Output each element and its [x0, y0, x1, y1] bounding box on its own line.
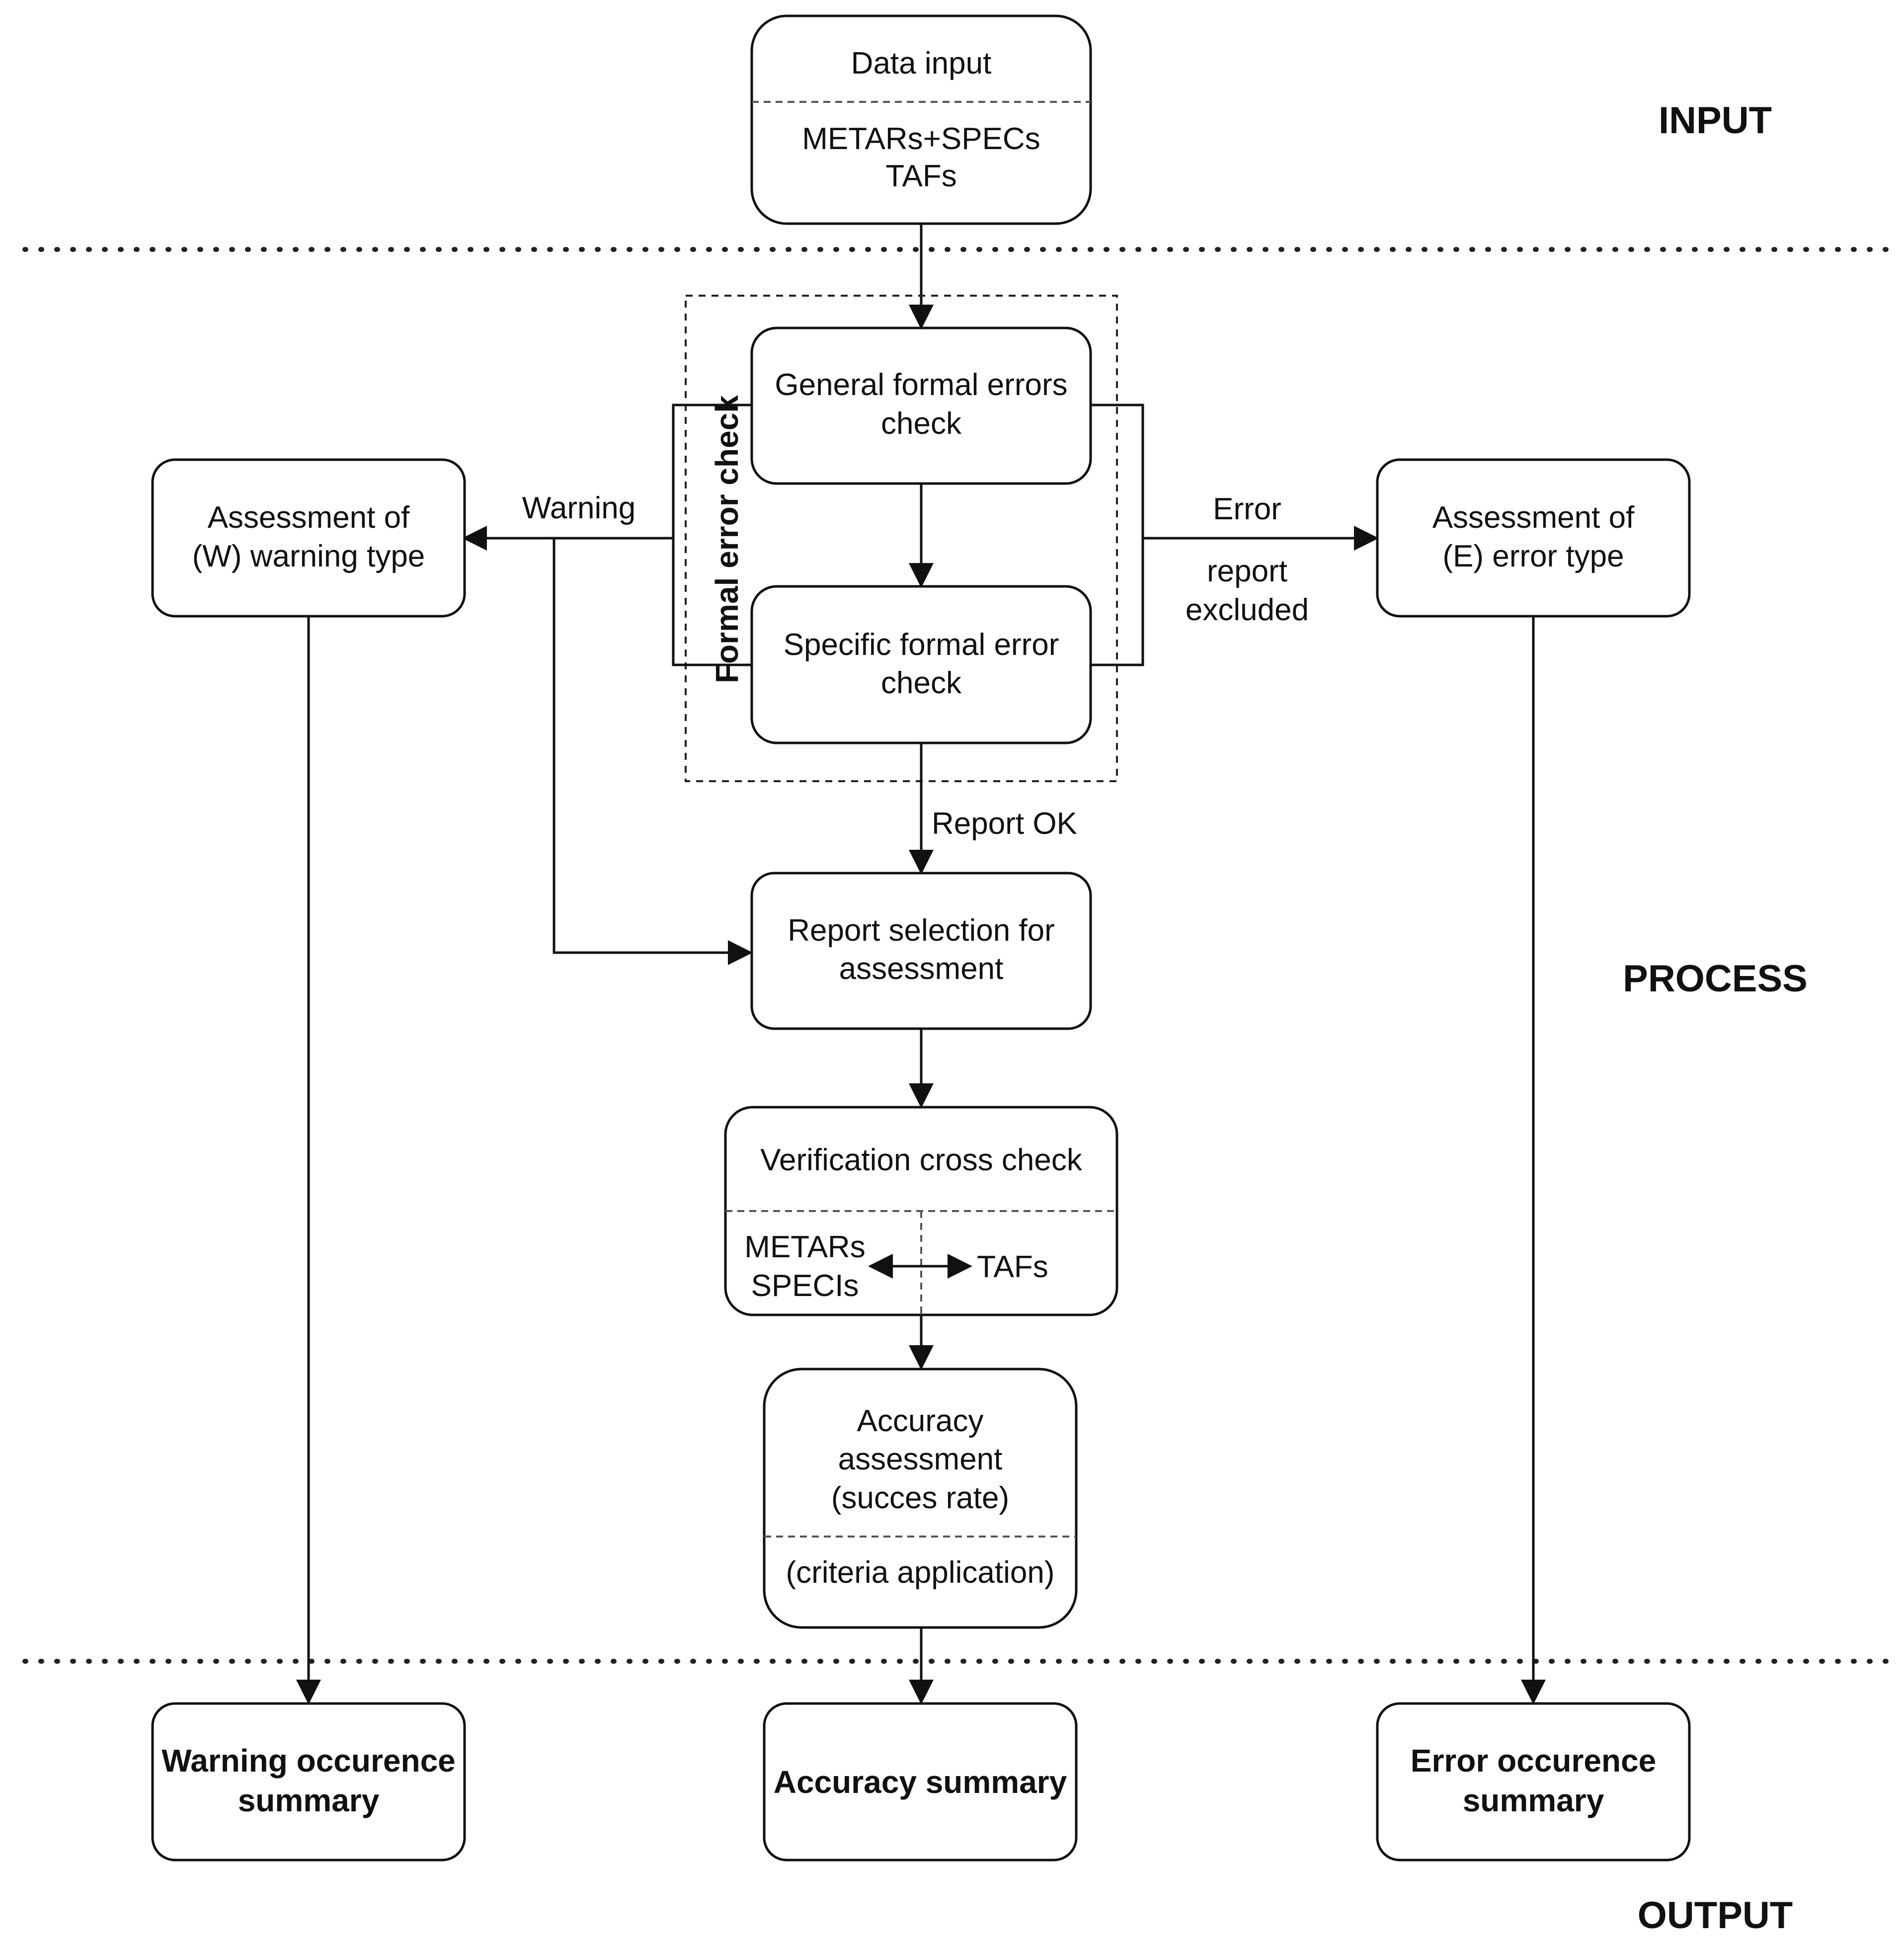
- cross-check-right: TAFs: [977, 1250, 1048, 1284]
- report-selection-line1: Report selection for: [788, 913, 1055, 948]
- node-accuracy-assessment: Accuracy assessment (succes rate) (crite…: [763, 1368, 1078, 1629]
- left-bracket: [672, 404, 752, 666]
- section-process-label: PROCESS: [1623, 958, 1808, 1000]
- accuracy-footer: (criteria application): [786, 1555, 1055, 1590]
- data-input-line2: TAFs: [885, 159, 957, 193]
- error-summary-line1: Error occurence: [1411, 1743, 1656, 1779]
- section-output-label: OUTPUT: [1638, 1894, 1793, 1937]
- node-error-summary: Error occurence summary: [1376, 1702, 1691, 1862]
- edge-report-ok-label: Report OK: [932, 807, 1077, 841]
- report-selection-line2: assessment: [839, 952, 1004, 986]
- node-cross-check: Verification cross check METARs SPECIs T…: [724, 1106, 1118, 1316]
- error-assessment-line1: Assessment of: [1432, 500, 1635, 535]
- edge-warning-label: Warning: [522, 491, 636, 525]
- warning-summary-line1: Warning occurence: [161, 1743, 456, 1779]
- cross-check-left2: SPECIs: [751, 1269, 859, 1303]
- accuracy-line2: assessment: [838, 1442, 1003, 1476]
- edge-warning-to-selection: [553, 538, 753, 965]
- general-check-line1: General formal errors: [775, 368, 1067, 402]
- node-warning-assessment: Assessment of (W) warning type: [151, 458, 466, 618]
- edge-report-excluded-line2: excluded: [1186, 593, 1309, 627]
- warning-assessment-line2: (W) warning type: [192, 539, 425, 573]
- specific-check-line2: check: [881, 666, 962, 700]
- error-summary-line2: summary: [1463, 1783, 1604, 1818]
- accuracy-summary-line1: Accuracy summary: [774, 1764, 1067, 1800]
- edge-report-excluded-line1: report: [1207, 554, 1287, 588]
- node-data-input: Data input METARs+SPECs TAFs: [750, 14, 1092, 225]
- node-report-selection: Report selection for assessment: [750, 872, 1092, 1030]
- edge-error-label: Error: [1213, 492, 1281, 526]
- data-input-title: Data input: [851, 46, 992, 81]
- accuracy-line3: (succes rate): [831, 1481, 1009, 1515]
- accuracy-line1: Accuracy: [857, 1404, 984, 1438]
- formal-error-check-label: Formal error check: [709, 395, 745, 683]
- node-specific-check: Specific formal error check: [750, 585, 1092, 744]
- error-assessment-line2: (E) error type: [1442, 539, 1624, 573]
- data-input-line1: METARs+SPECs: [802, 122, 1040, 156]
- section-input-label: INPUT: [1659, 99, 1772, 142]
- node-warning-summary: Warning occurence summary: [151, 1702, 466, 1862]
- general-check-line2: check: [881, 406, 962, 441]
- node-general-check: General formal errors check: [750, 326, 1092, 485]
- node-accuracy-summary: Accuracy summary: [763, 1702, 1078, 1862]
- cross-check-left1: METARs: [744, 1230, 865, 1264]
- node-error-assessment: Assessment of (E) error type: [1376, 458, 1691, 618]
- cross-check-title: Verification cross check: [760, 1143, 1083, 1177]
- formal-error-check-group: [685, 295, 1118, 782]
- warning-assessment-line1: Assessment of: [208, 500, 410, 535]
- right-bracket: [1091, 404, 1144, 666]
- warning-summary-line2: summary: [238, 1783, 380, 1818]
- specific-check-line1: Specific formal error: [784, 628, 1059, 662]
